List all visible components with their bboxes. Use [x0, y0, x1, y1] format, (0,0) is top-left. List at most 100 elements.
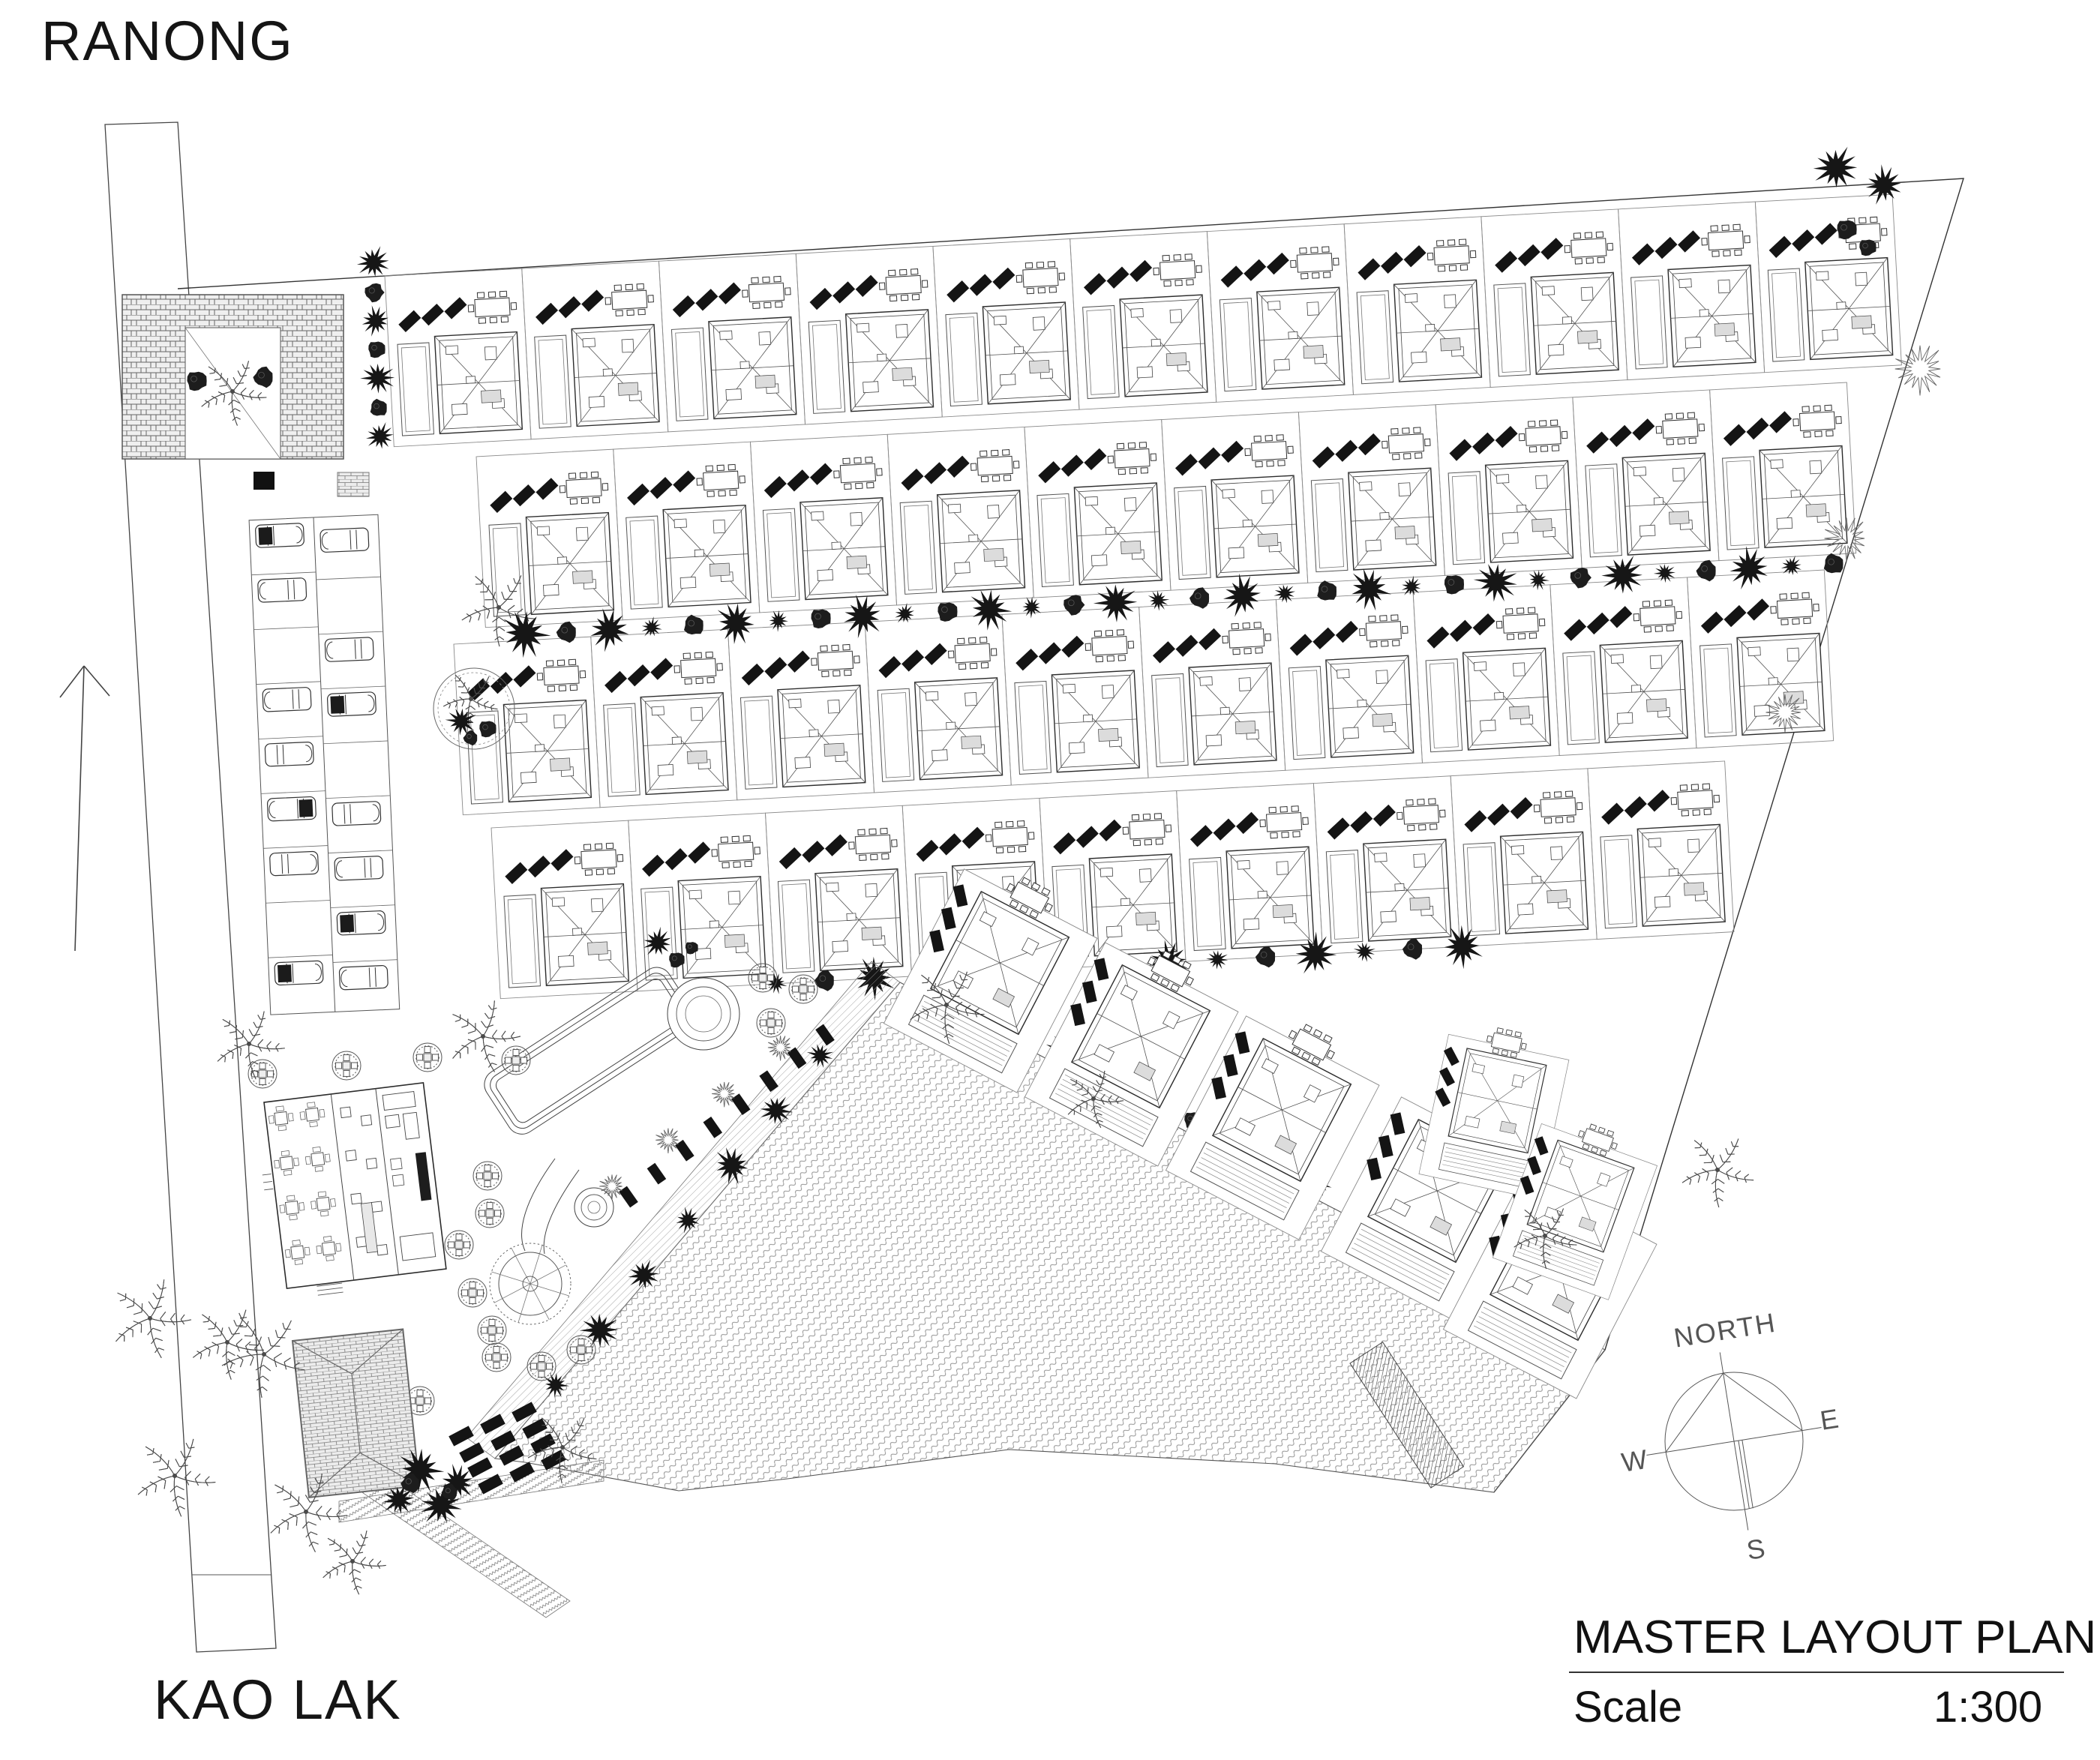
car-icon	[269, 850, 320, 877]
sun-lounger-icon	[604, 670, 628, 694]
sun-lounger-icon	[824, 834, 848, 856]
umbrella-table-icon	[788, 974, 818, 1004]
shrub-icon	[1859, 239, 1876, 256]
villa-building	[1448, 1048, 1547, 1154]
villa-building	[814, 868, 904, 972]
sun-lounger-icon	[1198, 628, 1222, 651]
road-direction-arrow	[59, 665, 110, 952]
sun-lounger-icon	[1647, 790, 1670, 812]
sun-lounger-icon	[1016, 649, 1039, 671]
villa-unit	[1001, 607, 1149, 786]
sun-lounger-icon	[1070, 1003, 1085, 1027]
pool-bar-umbrella	[489, 1243, 572, 1325]
villa-pool	[626, 515, 663, 610]
tree-icon	[1274, 584, 1296, 604]
villa-building	[677, 875, 766, 979]
sun-lounger-icon	[787, 650, 810, 673]
umbrella-table-icon	[477, 1315, 507, 1345]
villa-pool	[899, 500, 938, 595]
sun-lounger-icon	[1624, 796, 1647, 819]
villa-building	[1073, 482, 1162, 586]
villa-building	[1622, 452, 1711, 556]
sun-lounger-icon	[718, 282, 741, 304]
tree-icon	[445, 708, 476, 736]
villa-pool	[1174, 485, 1211, 580]
car-icon	[332, 801, 382, 826]
umbrella-table-icon	[458, 1278, 488, 1308]
sun-lounger-icon	[536, 302, 559, 325]
sun-lounger-icon	[1130, 259, 1153, 283]
sun-lounger-icon	[764, 657, 788, 679]
tree-icon	[1865, 164, 1901, 205]
sun-lounger-icon	[1335, 620, 1358, 643]
sun-lounger-icon	[1175, 634, 1198, 657]
sun-lounger-icon	[619, 1186, 638, 1208]
palm-tree-icon	[116, 1279, 192, 1359]
round-planter	[433, 667, 515, 750]
villa-pool	[1562, 651, 1600, 745]
villa-building	[540, 883, 630, 987]
villa-unit	[384, 268, 532, 448]
sun-lounger-icon	[1586, 431, 1610, 454]
sun-lounger-icon	[642, 854, 665, 877]
dining-table-icon	[1122, 813, 1172, 847]
tree-icon	[676, 1207, 700, 1234]
villa-building	[1393, 279, 1483, 382]
sun-lounger-icon	[802, 841, 825, 863]
villa-unit	[590, 628, 738, 808]
sun-lounger-icon	[467, 1457, 493, 1478]
villa-unit	[1275, 592, 1423, 771]
sun-lounger-icon	[1358, 433, 1381, 456]
villa-building	[1804, 256, 1894, 361]
sun-lounger-icon	[459, 1442, 484, 1463]
sun-lounger-icon	[541, 1450, 566, 1471]
compass-west-label: W	[1619, 1444, 1651, 1478]
villa-building	[1211, 1037, 1352, 1183]
dining-table-icon	[1496, 607, 1546, 640]
villa-building	[844, 309, 934, 412]
villa-pool	[1014, 680, 1052, 775]
shrub-icon	[1317, 580, 1336, 601]
villa-building	[1530, 271, 1619, 375]
villa-pool	[1356, 290, 1394, 385]
villa-pool	[1462, 842, 1501, 937]
villa-pool	[1310, 478, 1348, 573]
dining-table-icon	[574, 842, 624, 876]
car-icon	[274, 960, 324, 986]
palm-trees	[116, 971, 1754, 1595]
dining-table-icon	[559, 471, 609, 505]
sun-lounger-icon	[1520, 1175, 1534, 1195]
hillside-villa-unit	[1492, 1123, 1658, 1300]
villa-building	[929, 890, 1070, 1036]
compass-north-label: NORTH	[1672, 1307, 1778, 1354]
sun-lounger-icon	[1517, 244, 1540, 267]
sun-lounger-icon	[946, 280, 970, 303]
sun-lounger-icon	[1099, 819, 1122, 842]
shrub-icon	[1255, 946, 1276, 968]
sun-lounger-icon	[1350, 811, 1373, 833]
sun-lounger-icon	[878, 655, 902, 679]
sun-lounger-icon	[1083, 273, 1106, 295]
tree-icon	[1022, 596, 1042, 619]
tree-icon	[716, 1147, 748, 1185]
dining-table-icon	[1222, 622, 1271, 655]
garden-umbrella-tables	[248, 963, 818, 1416]
villa-unit	[1450, 768, 1598, 947]
sun-lounger-icon	[1464, 810, 1487, 832]
villa-unit	[1176, 783, 1324, 962]
beach-deck	[1349, 1341, 1465, 1489]
sun-lounger-icon	[1244, 259, 1267, 281]
sun-lounger-icon	[530, 1433, 556, 1454]
tree-icon	[1093, 584, 1138, 622]
sun-lounger-icon	[1449, 439, 1472, 461]
hillside-villas	[1418, 1027, 1658, 1300]
villa-pool	[1151, 673, 1189, 768]
shrub-icon	[811, 609, 831, 628]
shrub-icon	[814, 970, 834, 991]
villa-building	[1256, 286, 1346, 390]
villa-unit	[795, 245, 943, 425]
sun-lounger-icon	[1792, 229, 1815, 252]
sun-lounger-icon	[1038, 642, 1061, 664]
dining-table-icon	[1578, 1123, 1618, 1157]
dining-table-icon	[1518, 419, 1568, 453]
